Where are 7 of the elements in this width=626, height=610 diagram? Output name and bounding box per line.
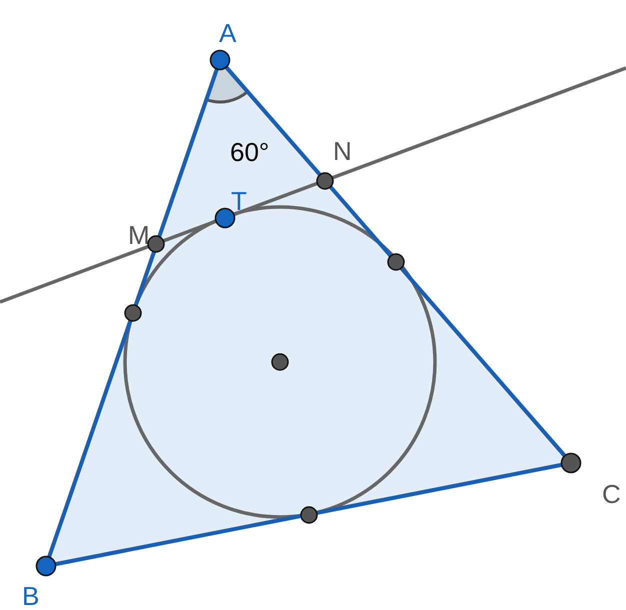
point-label: C [602, 481, 621, 507]
point-label: N [333, 138, 352, 164]
point-label: A [219, 20, 236, 46]
point-label: T [231, 188, 247, 214]
point-label: M [128, 222, 150, 248]
point-label: B [22, 583, 40, 609]
point-label: 60° [230, 139, 270, 165]
